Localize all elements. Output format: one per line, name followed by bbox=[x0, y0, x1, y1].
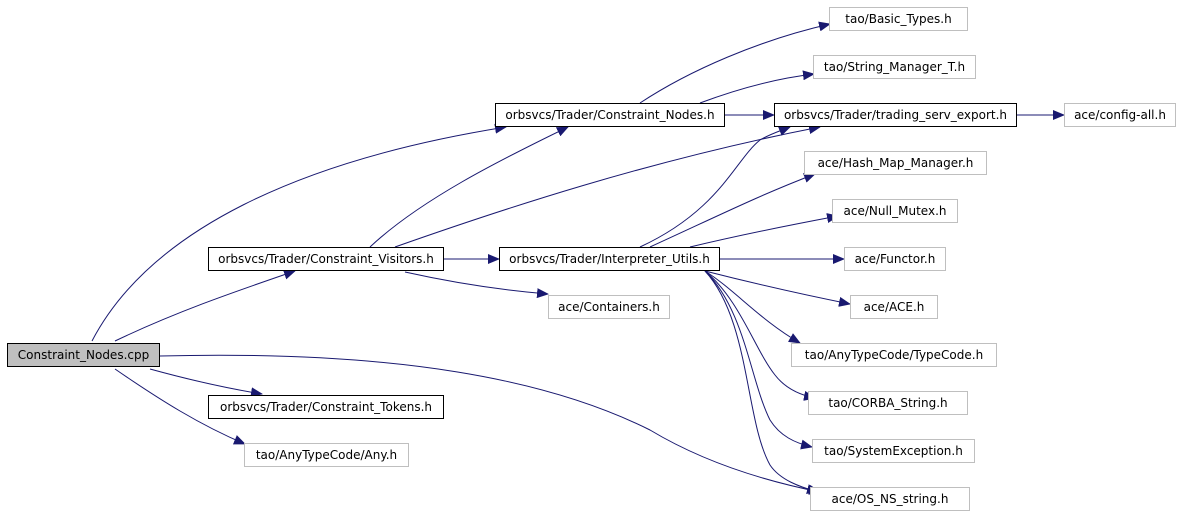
edge-iu-to-typecode bbox=[704, 270, 801, 344]
edge-cv-to-containers bbox=[404, 271, 549, 299]
edge-iu-to-ace bbox=[704, 270, 851, 307]
edge-iu-to-null-mutex bbox=[689, 213, 839, 248]
node-any[interactable]: tao/AnyTypeCode/Any.h bbox=[244, 443, 409, 467]
node-basic-types[interactable]: tao/Basic_Types.h bbox=[829, 7, 968, 31]
edge-cnh-to-string-manager bbox=[699, 70, 815, 104]
edge-iu-to-corba-string bbox=[704, 270, 816, 401]
node-config-all[interactable]: ace/config-all.h bbox=[1064, 103, 1176, 127]
edge-cpp-to-constraint-tokens bbox=[149, 368, 263, 398]
node-constraint-nodes-cpp[interactable]: Constraint_Nodes.cpp bbox=[7, 343, 160, 367]
node-constraint-visitors[interactable]: orbsvcs/Trader/Constraint_Visitors.h bbox=[208, 247, 444, 271]
edge-iu-to-trading-serv-export bbox=[639, 126, 791, 248]
node-hash-map-manager[interactable]: ace/Hash_Map_Manager.h bbox=[804, 151, 987, 175]
edge-cv-to-constraint-nodes bbox=[369, 126, 569, 248]
edge-cpp-to-constraint-nodes bbox=[91, 123, 507, 342]
edge-cpp-to-os-ns-string bbox=[159, 354, 821, 495]
node-interpreter-utils[interactable]: orbsvcs/Trader/Interpreter_Utils.h bbox=[499, 247, 720, 271]
node-corba-string[interactable]: tao/CORBA_String.h bbox=[808, 391, 968, 415]
node-ace-h[interactable]: ace/ACE.h bbox=[850, 295, 938, 319]
node-trading-serv-export[interactable]: orbsvcs/Trader/trading_serv_export.h bbox=[774, 103, 1017, 127]
node-constraint-tokens[interactable]: orbsvcs/Trader/Constraint_Tokens.h bbox=[208, 395, 444, 419]
edge-cpp-to-constraint-visitors bbox=[114, 269, 296, 342]
node-functor[interactable]: ace/Functor.h bbox=[844, 247, 946, 271]
edge-cnh-to-basic-types bbox=[639, 21, 831, 104]
edge-iu-to-hash-map-manager bbox=[649, 173, 816, 248]
edge-cv-to-trading-serv-export bbox=[394, 124, 821, 248]
edge-cpp-to-any bbox=[114, 368, 246, 445]
node-constraint-nodes-h[interactable]: orbsvcs/Trader/Constraint_Nodes.h bbox=[495, 103, 725, 127]
node-containers[interactable]: ace/Containers.h bbox=[548, 295, 670, 319]
edge-iu-to-system-exception bbox=[704, 270, 813, 450]
node-null-mutex[interactable]: ace/Null_Mutex.h bbox=[832, 199, 958, 223]
edge-iu-to-os-ns-string bbox=[704, 270, 819, 494]
node-os-ns-string[interactable]: ace/OS_NS_string.h bbox=[810, 487, 970, 511]
node-typecode[interactable]: tao/AnyTypeCode/TypeCode.h bbox=[791, 343, 997, 367]
node-string-manager[interactable]: tao/String_Manager_T.h bbox=[813, 55, 976, 79]
node-system-exception[interactable]: tao/SystemException.h bbox=[812, 439, 975, 463]
